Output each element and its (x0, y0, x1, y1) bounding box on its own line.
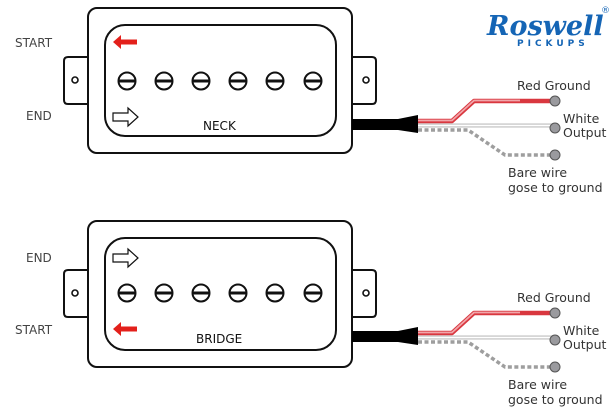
pole-screw-icon (117, 283, 137, 303)
white-output-label: Output (563, 125, 607, 140)
bare-ground-wire (418, 128, 555, 157)
pole-screw-icon (265, 71, 285, 91)
pole-pieces (117, 71, 323, 91)
white-output-label: White (563, 111, 600, 126)
white-output-terminal (549, 334, 561, 346)
neck-pickup: START END NECK Red GroundWhiteOutputBare… (15, 7, 607, 195)
right-mounting-hole (362, 76, 370, 84)
outline-right-arrow-icon (112, 106, 139, 128)
red-ground-wire (418, 310, 555, 336)
pole-screw-icon (303, 283, 323, 303)
pole-screw-icon (228, 283, 248, 303)
outline-right-arrow-icon (112, 247, 139, 269)
pole-screw-icon (228, 71, 248, 91)
white-output-label: Output (563, 337, 607, 352)
bare-wire-label: Bare wire (508, 165, 567, 180)
registered-mark: ® (601, 6, 610, 16)
white-output-label: White (563, 323, 600, 338)
right-mounting-hole (362, 289, 370, 297)
pickup-inner-cover (104, 24, 337, 137)
roswell-logo: Roswell ® PICKUPS (486, 6, 610, 49)
left-mounting-hole (71, 76, 79, 84)
neck-bottom-label: END (26, 109, 52, 123)
pole-screw-icon (154, 283, 174, 303)
bridge-top-label: END (26, 251, 52, 265)
cable-jacket (352, 331, 400, 342)
red-left-arrow-icon (113, 35, 137, 49)
red-ground-label: Red Ground (517, 290, 591, 305)
bare-ground-wire (418, 340, 555, 369)
left-mounting-hole (71, 289, 79, 297)
red-ground-terminal (549, 307, 561, 319)
red-ground-label: Red Ground (517, 78, 591, 93)
pickup-name-label: BRIDGE (196, 332, 242, 346)
cable-jacket (352, 119, 400, 130)
red-left-arrow-icon (113, 322, 137, 336)
pole-pieces (117, 283, 323, 303)
bridge-pickup: END START BRIDGE Red GroundWhiteOutputBa… (15, 220, 607, 407)
white-output-terminal (549, 122, 561, 134)
pole-screw-icon (154, 71, 174, 91)
pole-screw-icon (265, 283, 285, 303)
pole-screw-icon (191, 283, 211, 303)
neck-top-label: START (15, 36, 53, 50)
bare-ground-terminal (549, 149, 561, 161)
bare-ground-terminal (549, 361, 561, 373)
logo-subtitle: PICKUPS (517, 39, 589, 49)
pickup-name-label: NECK (203, 119, 237, 133)
bridge-bottom-label: START (15, 323, 53, 337)
cable-boot (398, 327, 418, 345)
pole-screw-icon (191, 71, 211, 91)
pole-screw-icon (117, 71, 137, 91)
pickup-inner-cover (104, 237, 337, 351)
bare-wire-label: Bare wire (508, 377, 567, 392)
bare-wire-label: gose to ground (508, 392, 603, 407)
pole-screw-icon (303, 71, 323, 91)
red-ground-terminal (549, 95, 561, 107)
bare-wire-label: gose to ground (508, 180, 603, 195)
logo-wordmark: Roswell (486, 11, 604, 42)
cable-boot (398, 115, 418, 133)
red-ground-wire (418, 98, 555, 124)
